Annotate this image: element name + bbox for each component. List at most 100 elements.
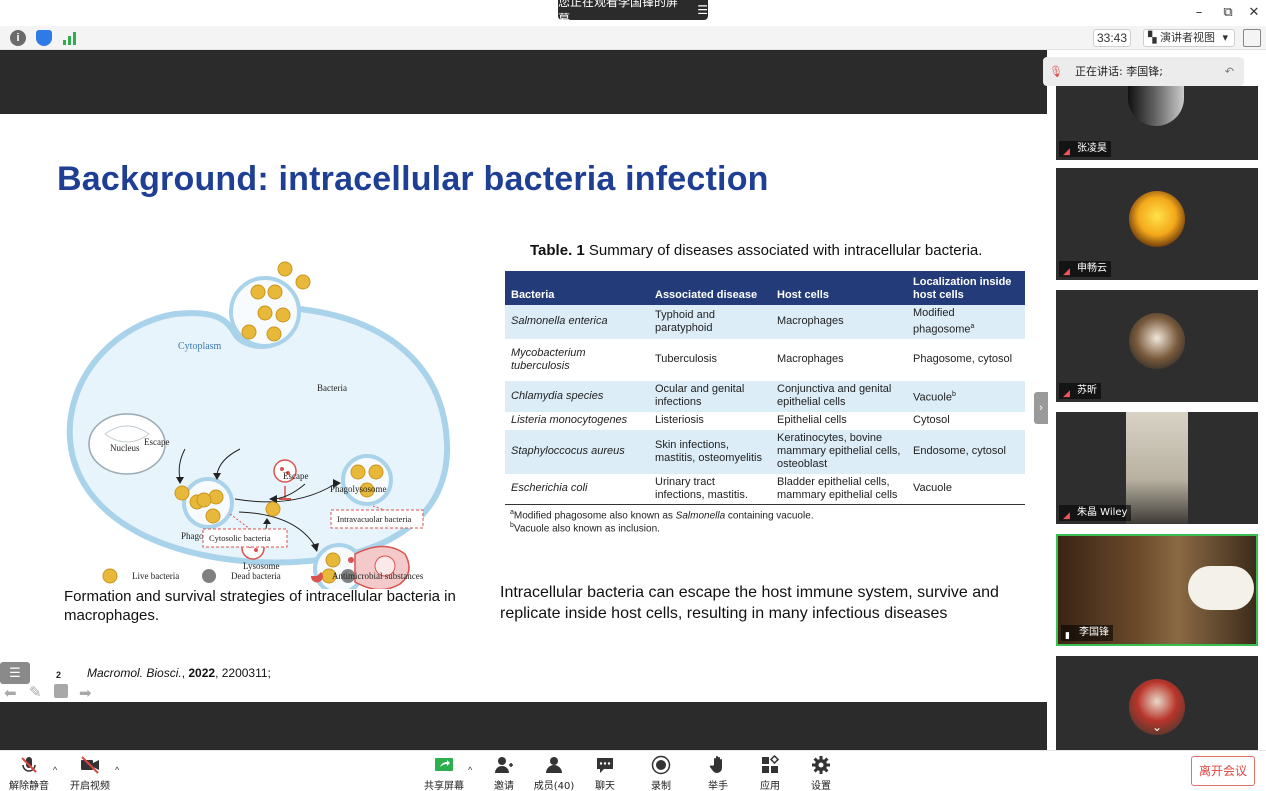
apps-icon (762, 755, 780, 773)
caption-right: Intracellular bacteria can escape the ho… (500, 584, 999, 622)
share-screen-icon (435, 758, 453, 771)
cell-host: Keratinocytes, bovine mammary epithelial… (771, 429, 907, 474)
raise-hand-label: 举手 (708, 781, 728, 791)
cell-bacteria: Mycobacterium tuberculosis (511, 346, 586, 372)
raise-hand-button[interactable]: 举手 (702, 753, 734, 791)
chevron-up-icon[interactable]: ^ (115, 765, 120, 775)
slide-menu-icon[interactable]: ☰ (0, 662, 30, 684)
next-slide-icon[interactable]: ➡ (79, 685, 92, 702)
reference: Macromol. Biosci., 2022, 2200311; (87, 666, 271, 680)
participant-tile[interactable]: ◢苏昕 (1056, 290, 1258, 402)
start-video-label: 开启视频 (70, 781, 110, 791)
share-screen-button[interactable]: 共享屏幕 (423, 753, 465, 791)
chevron-down-icon[interactable]: ⌄ (1152, 720, 1163, 734)
avatar (1129, 191, 1185, 247)
live-bacteria-group (241, 261, 311, 342)
menu-icon[interactable]: ☰ (697, 3, 708, 17)
view-mode-button[interactable]: ▚ 演讲者视图 ▾ (1143, 29, 1235, 47)
participant-name: ◢朱晶 Wiley (1059, 505, 1132, 521)
footnote-a-mark: a (510, 509, 514, 516)
participant-name: ◢苏昕 (1059, 383, 1101, 399)
leave-meeting-button[interactable]: 离开会议 (1191, 756, 1255, 786)
header-host-cells: Host cells (771, 271, 907, 305)
cell-localization: Endosome, cytosol (907, 429, 1025, 474)
cell-disease: Typhoid and paratyphoid (649, 305, 771, 339)
avatar (1129, 679, 1185, 735)
invite-button[interactable]: 邀请 (487, 753, 521, 791)
collapse-sidebar-icon[interactable]: › (1034, 392, 1048, 424)
minimize-icon[interactable]: – (1195, 5, 1203, 20)
bottom-toolbar: 解除静音 ^ 开启视频 ^ 共享屏幕 ^ 邀请 成员(40) 聊天 录制 (0, 750, 1266, 791)
settings-label: 设置 (811, 781, 831, 791)
apps-button[interactable]: 应用 (754, 753, 786, 791)
header-localization: Localization inside host cells (907, 271, 1025, 305)
camera-off-icon (81, 756, 99, 774)
members-icon (546, 757, 562, 773)
chevron-up-icon[interactable]: ^ (53, 765, 58, 775)
bacteria-diagram-lower: Escape Escape Phagolysosome Cytosolic ba… (102, 437, 424, 584)
participant-tile[interactable]: ◢张凌昊 (1056, 86, 1258, 160)
cell-disease: Urinary tract infections, mastitis. (649, 473, 771, 506)
header-bacteria: Bacteria (505, 271, 649, 305)
table-row: Salmonella enterica Typhoid and paratyph… (505, 305, 1025, 339)
chevron-down-icon: ▾ (1222, 31, 1228, 44)
presentation-slide: Background: intracellular bacteria infec… (0, 114, 1047, 702)
share-banner[interactable]: 您正在观看李国锋的屏幕 ☰ (558, 0, 708, 26)
signal-icon[interactable] (62, 31, 78, 45)
speaking-text: 正在讲话: 李国锋; (1075, 65, 1163, 78)
participant-tile-active[interactable]: ▮李国锋 (1056, 534, 1258, 646)
members-button[interactable]: 成员(40) (533, 753, 575, 791)
lysosome-label: Lysosome (243, 561, 280, 571)
info-icon[interactable]: i (10, 30, 26, 46)
bacteria-diagram: Nucleus Cytoplasm Bacteria Phagosome (66, 261, 451, 589)
legend-live-label: Live bacteria (132, 571, 179, 581)
nucleus-label: Nucleus (110, 443, 140, 453)
table-row: Chlamydia species Ocular and genital inf… (505, 380, 1025, 412)
participant-tile[interactable]: ◢朱晶 Wiley (1056, 412, 1258, 524)
unmute-button[interactable]: 解除静音 (8, 753, 50, 791)
intravacuolar-label: Intravacuolar bacteria (337, 514, 412, 524)
legend-dead-marker (202, 569, 216, 583)
table-caption-bold: Table. 1 (530, 242, 585, 259)
cell-localization: Phagosome, cytosol (913, 353, 1013, 366)
sticker (1188, 566, 1254, 610)
view-mode-label: 演讲者视图 (1159, 31, 1215, 44)
fullscreen-icon[interactable] (1243, 29, 1261, 47)
participant-tile[interactable]: ⌄ (1056, 656, 1258, 750)
undo-icon[interactable]: ↶ (1224, 65, 1234, 78)
cell-bacteria: Escherichia coli (505, 473, 649, 506)
prev-slide-icon[interactable]: ⬅ (4, 685, 17, 702)
cell-disease: Tuberculosis (655, 353, 717, 366)
close-icon[interactable]: ✕ (1248, 5, 1260, 20)
participant-tile[interactable]: ◢申畅云 (1056, 168, 1258, 280)
slide-title: Background: intracellular bacteria infec… (57, 160, 769, 198)
settings-button[interactable]: 设置 (805, 753, 837, 791)
legend-live-marker (102, 568, 118, 584)
record-button[interactable]: 录制 (645, 753, 677, 791)
cell-host: Macrophages (771, 305, 907, 339)
escape-right-label: Escape (283, 471, 308, 481)
avatar (1128, 86, 1184, 126)
phagolysosome-label: Phagolysosome (330, 484, 387, 494)
chevron-up-icon[interactable]: ^ (468, 765, 473, 775)
invite-label: 邀请 (494, 781, 514, 791)
chat-button[interactable]: 聊天 (589, 753, 621, 791)
start-video-button[interactable]: 开启视频 (68, 753, 112, 791)
escape-left-label: Escape (144, 437, 169, 447)
layout-icon: ▚ (1148, 31, 1157, 44)
pen-icon[interactable]: ✎ (29, 684, 42, 701)
chat-icon (597, 758, 613, 773)
cell-disease: Ocular and genital infections (649, 380, 771, 412)
cell-bacteria: Staphyloccocus aureus (505, 429, 649, 474)
restore-icon[interactable]: ⧉ (1223, 5, 1233, 20)
shield-icon[interactable] (36, 30, 52, 46)
reference-year: 2022 (188, 666, 216, 680)
cell-localization: Vacuole (907, 473, 1025, 506)
cytosolic-label: Cytosolic bacteria (209, 533, 271, 543)
reference-journal: Macromol. Biosci. (87, 666, 182, 680)
cell-bacteria: Salmonella enterica (505, 305, 649, 339)
cell-localization: Modified phagosomea (907, 305, 1025, 339)
notes-icon[interactable] (54, 684, 68, 698)
cell-localization: Cytosol (913, 414, 950, 427)
